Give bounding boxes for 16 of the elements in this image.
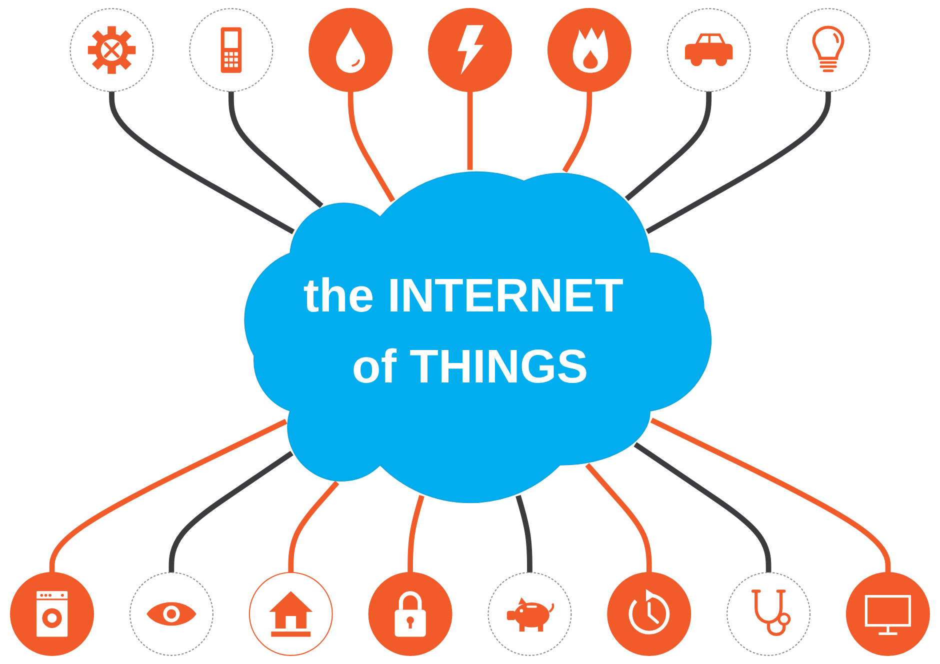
connector-line	[49, 418, 288, 572]
connector-line	[650, 418, 891, 572]
connector-line	[624, 92, 712, 202]
connector-line	[228, 92, 324, 208]
node-title: the INTERNET of THINGS	[302, 268, 625, 396]
connector-line	[516, 494, 532, 572]
connector-line	[646, 92, 831, 234]
connector-line	[408, 494, 424, 572]
connector-line	[467, 92, 473, 170]
connector-line	[634, 442, 772, 572]
connector-line	[562, 92, 592, 173]
connector-line	[168, 450, 294, 572]
connector-line	[288, 480, 340, 572]
connector-line	[109, 92, 295, 234]
connector-line	[585, 462, 652, 572]
connector-line	[348, 92, 396, 202]
